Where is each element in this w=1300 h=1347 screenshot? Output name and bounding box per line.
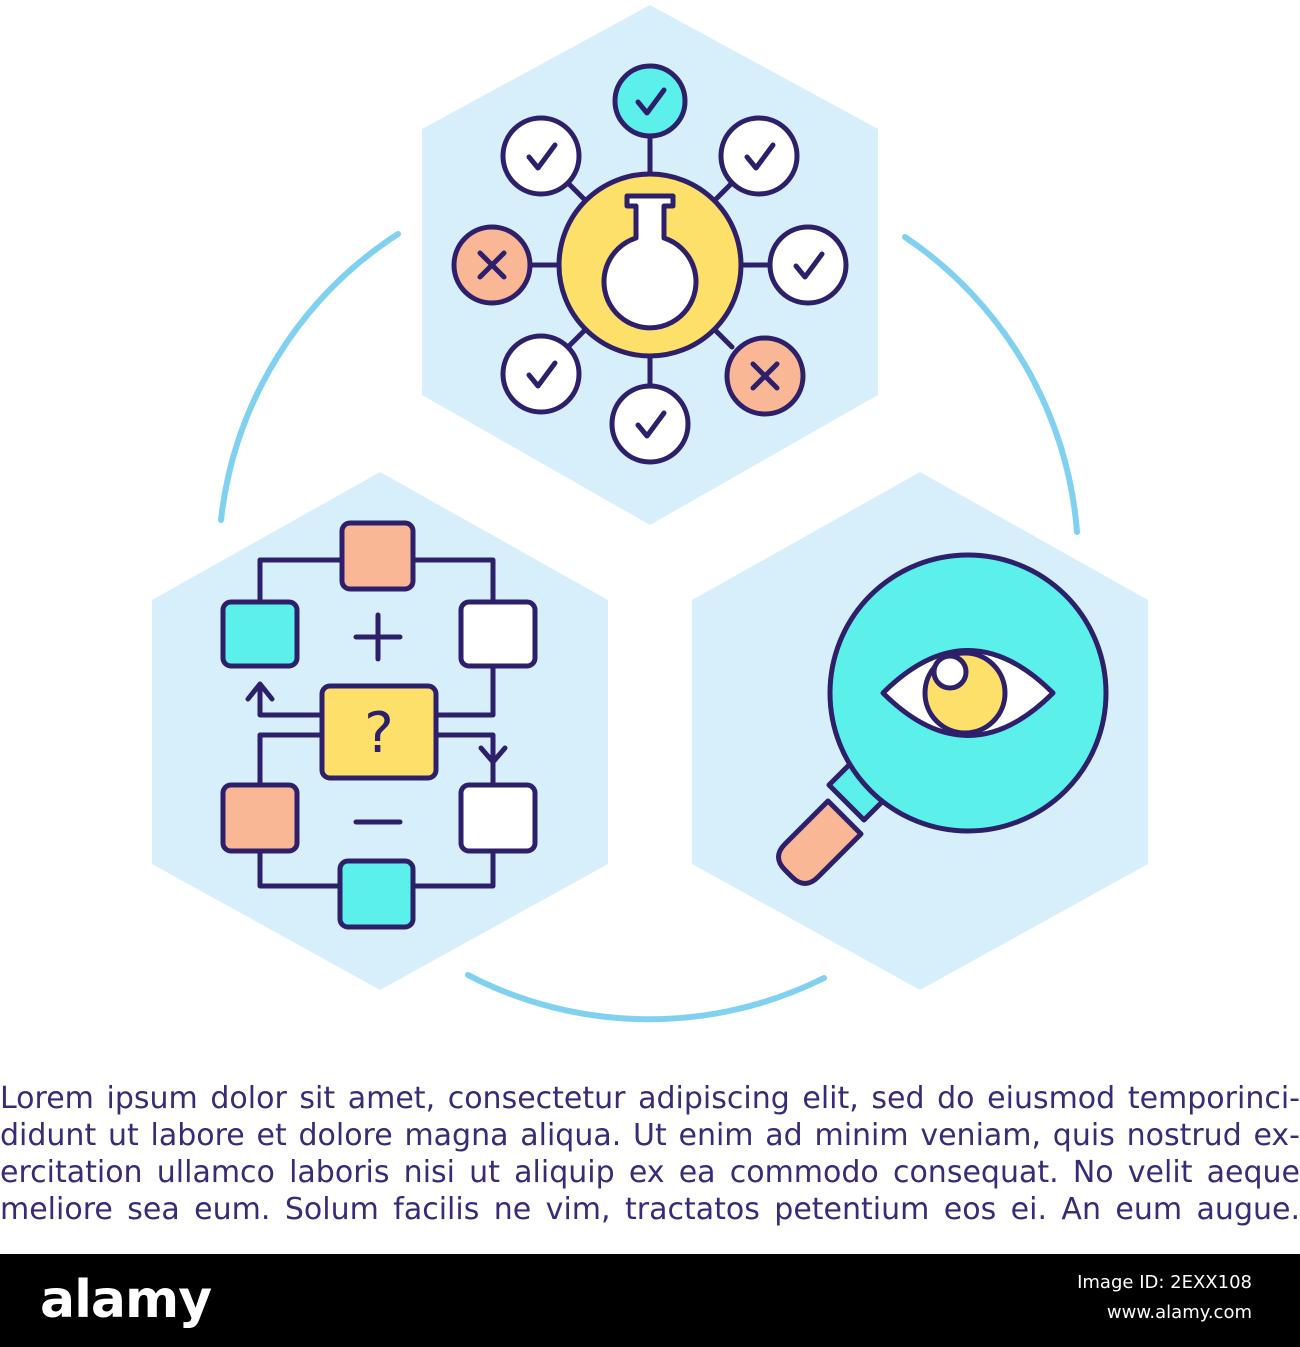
- image-meta: Image ID: 2EXX108 www.alamy.com: [1077, 1268, 1252, 1328]
- check-icon: [793, 251, 825, 280]
- check-icon: [526, 360, 558, 389]
- magnifier-handle: [776, 798, 864, 886]
- flow-box-lower-right: [458, 782, 538, 854]
- flask-test-results-icon: [451, 63, 849, 465]
- flow-box-bottom: [337, 858, 416, 930]
- cross-icon: [477, 250, 507, 280]
- question-mark: ?: [364, 701, 394, 766]
- result-check-top: [612, 63, 688, 139]
- image-id: Image ID: 2EXX108: [1077, 1272, 1252, 1293]
- ring-arc-right: [902, 234, 1080, 535]
- flow-box-question: [319, 683, 439, 781]
- paragraph-line: ercitation ullamco laboris nisi ut aliqu…: [0, 1155, 1300, 1190]
- site-url: www.alamy.com: [1106, 1302, 1252, 1323]
- result-check-bottom-left: [500, 333, 582, 415]
- result-check-top-right: [718, 115, 800, 197]
- result-check-top-left: [500, 115, 582, 197]
- brand-logo: alamy: [40, 1270, 212, 1330]
- paragraph-line: Lorem ipsum dolor sit amet, consectetur …: [0, 1081, 1300, 1116]
- check-icon: [635, 410, 667, 439]
- illustration: ?: [152, 5, 1148, 1023]
- flask-icon: [601, 193, 699, 331]
- result-check-bottom: [609, 383, 691, 465]
- decision-flowchart-icon: [220, 520, 538, 930]
- cycle-ring: [218, 231, 1080, 1023]
- paragraph-line: didunt ut labore et dolore magna aliqua.…: [0, 1118, 1300, 1153]
- result-check-right: [767, 224, 849, 306]
- watermark-footer: alamy Image ID: 2EXX108 www.alamy.com: [0, 1254, 1300, 1347]
- check-icon: [526, 142, 558, 171]
- ring-arc-left: [218, 231, 401, 523]
- flow-box-upper-left: [220, 599, 300, 669]
- flow-box-upper-right: [458, 599, 538, 669]
- ring-arc-bottom: [465, 972, 827, 1023]
- cross-icon: [750, 361, 780, 391]
- check-icon: [744, 142, 776, 171]
- paragraph-line: meliore sea eum. Solum facilis ne vim, t…: [0, 1192, 1300, 1227]
- eye-highlight: [931, 653, 969, 691]
- flow-box-lower-left: [220, 782, 300, 854]
- magnifier-eye-icon: [776, 552, 1109, 886]
- description-paragraph: Lorem ipsum dolor sit amet, consectetur …: [0, 1080, 1300, 1228]
- flow-box-top: [339, 520, 416, 592]
- check-icon: [635, 87, 667, 116]
